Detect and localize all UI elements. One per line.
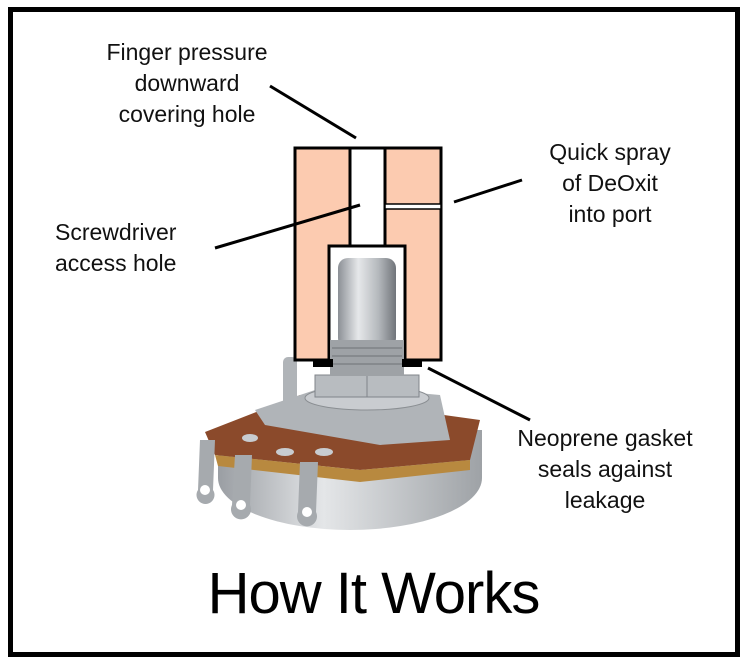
leader-lines <box>214 84 531 422</box>
pot-shaft <box>330 258 404 376</box>
gasket-right <box>402 359 422 367</box>
leader-screwdriver <box>214 203 361 250</box>
leader-finger <box>269 84 357 140</box>
leader-gasket <box>427 366 531 422</box>
leader-spray <box>453 178 523 204</box>
label-screwdriver: Screwdriver access hole <box>55 219 177 276</box>
gasket-left <box>313 359 333 367</box>
label-quick-spray: Quick spray of DeOxit into port <box>549 139 671 227</box>
potentiometer-body <box>196 357 482 530</box>
label-neoprene-gasket: Neoprene gasket seals against leakage <box>517 425 693 513</box>
label-finger-pressure: Finger pressure downward covering hole <box>106 39 268 127</box>
diagram-title: How It Works <box>207 561 541 626</box>
